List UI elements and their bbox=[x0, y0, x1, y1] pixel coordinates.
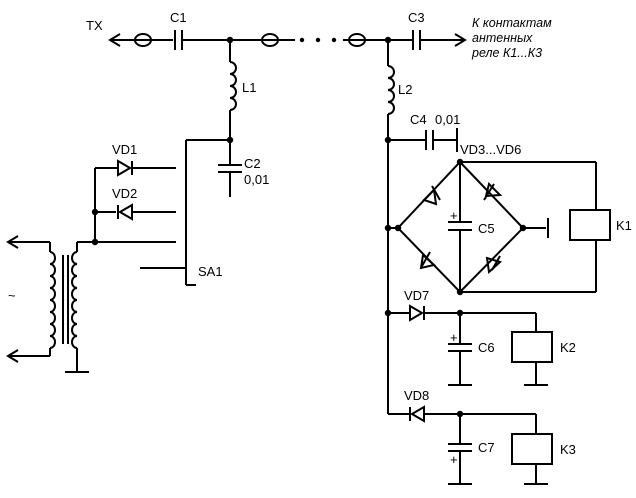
label-c3: C3 bbox=[408, 10, 425, 25]
label-note-line2: антенных bbox=[472, 31, 533, 45]
vd8-stage bbox=[388, 405, 553, 485]
label-c6-plus: + bbox=[450, 330, 458, 345]
label-c7: C7 bbox=[478, 440, 495, 455]
diode-bridge bbox=[388, 158, 549, 296]
label-vd1: VD1 bbox=[112, 142, 137, 157]
label-sa1: SA1 bbox=[198, 264, 223, 279]
relay-k1 bbox=[460, 161, 611, 293]
label-l2: L2 bbox=[398, 82, 412, 97]
inductor-l1 bbox=[186, 40, 237, 144]
label-note-line3: реле К1...К3 bbox=[471, 46, 542, 60]
label-c7-plus: + bbox=[450, 452, 458, 467]
capacitor-c4 bbox=[388, 128, 458, 152]
label-note-line1: К контактам bbox=[472, 16, 552, 30]
label-tx: TX bbox=[86, 18, 103, 33]
label-l1: L1 bbox=[242, 80, 256, 95]
transformer bbox=[6, 235, 89, 373]
label-c2-value: 0,01 bbox=[244, 172, 269, 187]
label-k3: K3 bbox=[560, 442, 576, 457]
label-c6: C6 bbox=[478, 340, 495, 355]
label-c4-value: 0,01 bbox=[435, 112, 460, 127]
rf-line bbox=[108, 30, 467, 50]
label-ac: ~ bbox=[8, 288, 16, 303]
label-vd8: VD8 bbox=[404, 388, 429, 403]
label-k1: K1 bbox=[616, 218, 632, 233]
diodes-vd1-vd2 bbox=[77, 159, 176, 246]
label-vd3-vd6: VD3...VD6 bbox=[460, 142, 521, 157]
label-vd2: VD2 bbox=[112, 186, 137, 201]
switch-sa1 bbox=[140, 140, 196, 286]
capacitor-c2 bbox=[218, 140, 242, 197]
label-c5: C5 bbox=[478, 221, 495, 236]
label-vd7: VD7 bbox=[404, 288, 429, 303]
label-c2: C2 bbox=[244, 156, 261, 171]
label-k2: K2 bbox=[560, 340, 576, 355]
label-c4: C4 bbox=[410, 112, 427, 127]
label-c1: C1 bbox=[170, 10, 187, 25]
vd7-stage bbox=[388, 304, 553, 386]
label-c5-plus: + bbox=[450, 208, 458, 223]
